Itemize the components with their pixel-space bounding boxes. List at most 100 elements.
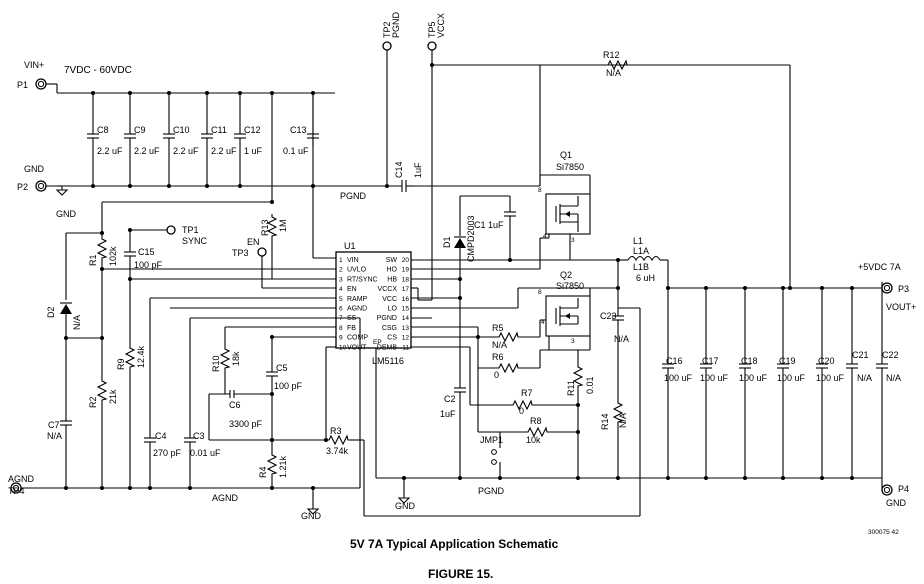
u1-pin-num-8: 8: [339, 325, 343, 332]
r12-label: R12: [603, 50, 620, 60]
c12-value: 1 uF: [244, 146, 263, 156]
p4-label: P4: [898, 484, 909, 494]
u1-pin-num-12: 12: [402, 335, 410, 342]
d1-value: CMPD2003: [466, 215, 476, 262]
p1-port[interactable]: [35, 78, 47, 90]
gnd-label: GND: [24, 164, 45, 174]
p3-port[interactable]: [881, 282, 893, 294]
c8-value: 2.2 uF: [97, 146, 123, 156]
p2-port[interactable]: [35, 180, 47, 192]
p2-label: P2: [17, 182, 28, 192]
u1-pin-num-15: 15: [402, 306, 410, 313]
gnd-agnd-label: GND: [301, 511, 322, 521]
u1-pin-name-fb: FB: [347, 325, 356, 332]
p4-port[interactable]: [881, 484, 893, 496]
r10-value: 18k: [231, 351, 241, 366]
r8-label: R8: [530, 416, 542, 426]
u1-pin-name-sw: SW: [386, 257, 398, 264]
u1-left-pin-wires: [102, 268, 336, 348]
c10-label: C10: [173, 125, 190, 135]
u1-pin-num-2: 2: [339, 267, 343, 274]
u1-pin-name-ho: HO: [387, 267, 398, 274]
c1-value: 1uF: [488, 220, 504, 230]
c9-value: 2.2 uF: [134, 146, 160, 156]
c22-value: N/A: [886, 373, 901, 383]
gnd-pgnd-label: GND: [395, 501, 416, 511]
tp3-pad[interactable]: [257, 247, 267, 257]
c1-label: C1: [474, 220, 486, 230]
u1-pin-num-11: 11: [402, 344, 409, 351]
tp2-label: TP2: [382, 21, 392, 38]
q2-drain-pin: 8: [538, 289, 542, 296]
c6-value: 3300 pF: [229, 419, 263, 429]
c16-value: 100 uF: [664, 373, 693, 383]
q1-mosfet: [545, 193, 591, 235]
c22-label: C22: [882, 350, 899, 360]
u1-pin-name-comp: COMP: [347, 335, 368, 342]
u1-pin-name-rt-sync: RT/SYNC: [347, 276, 378, 283]
c15-value: 100 pF: [134, 260, 163, 270]
c12-label: C12: [244, 125, 261, 135]
l1-label: L1: [633, 236, 643, 246]
d2-label: D2: [46, 306, 56, 318]
q2-gate-pin: 4: [541, 319, 545, 326]
c11-value: 2.2 uF: [211, 146, 237, 156]
tp-lines: [386, 50, 790, 301]
r14-label: R14: [600, 413, 610, 430]
r14-value: N/A: [618, 413, 628, 428]
tp1-label: TP1: [182, 225, 199, 235]
u1-pin-name-vcc: VCC: [382, 296, 397, 303]
p1-label: P1: [17, 80, 28, 90]
r6-label: R6: [492, 352, 504, 362]
u1-pin-name-vout: VOUT: [347, 344, 367, 351]
u1-pin-name-agnd: AGND: [347, 306, 367, 313]
output-capacitors: [661, 286, 889, 480]
c23-value: N/A: [614, 334, 629, 344]
u1-pin-name-cs: CS: [387, 335, 397, 342]
vout-label: VOUT+: [886, 302, 916, 312]
u1-pin-name-demb: DEMB: [377, 344, 398, 351]
tp1-pad[interactable]: [166, 225, 176, 235]
caption: 5V 7A Typical Application Schematic: [350, 537, 559, 551]
u1-ref: U1: [344, 241, 356, 251]
u1-pin-name-csg: CSG: [382, 325, 397, 332]
u1-pin-num-17: 17: [402, 286, 410, 293]
u1-pin-name-hb: HB: [387, 276, 397, 283]
c19-label: C19: [779, 356, 796, 366]
figure-label: FIGURE 15.: [428, 567, 493, 581]
c4-label: C4: [155, 431, 167, 441]
c5-value: 100 pF: [274, 381, 303, 391]
r8-value: 10k: [526, 435, 541, 445]
r5-label: R5: [492, 323, 504, 333]
en-label: EN: [247, 237, 260, 247]
vin-label: VIN+: [24, 60, 44, 70]
q1-drain-pin: 8: [538, 187, 542, 194]
c21-label: C21: [852, 350, 869, 360]
c3-value: 0.01 uF: [190, 448, 221, 458]
r1-label: R1: [88, 254, 98, 266]
l1b-label: L1B: [633, 262, 649, 272]
vin-range: 7VDC - 60VDC: [64, 65, 132, 76]
d2-value: N/A: [72, 315, 82, 330]
doc-number: 300075 42: [868, 529, 899, 536]
vout-net-label: +5VDC 7A: [858, 262, 901, 272]
c18-label: C18: [741, 356, 758, 366]
p3-label: P3: [898, 284, 909, 294]
r11-label: R11: [566, 380, 576, 396]
r3-label: R3: [330, 426, 342, 436]
u1-pin-num-5: 5: [339, 296, 343, 303]
c13-label: C13: [290, 125, 307, 135]
c2-label: C2: [444, 394, 456, 404]
c10-value: 2.2 uF: [173, 146, 199, 156]
tp5-pad[interactable]: [427, 41, 437, 51]
u1-pin-name-vin: VIN: [347, 257, 359, 264]
tp5-sub-label: VCCX: [436, 13, 446, 38]
tp2-pad[interactable]: [382, 41, 392, 51]
u1-pin-num-14: 14: [402, 315, 410, 322]
c5-label: C5: [276, 363, 288, 373]
u1-pin-num-1: 1: [339, 257, 343, 264]
c21-value: N/A: [857, 373, 872, 383]
c8-label: C8: [97, 125, 109, 135]
